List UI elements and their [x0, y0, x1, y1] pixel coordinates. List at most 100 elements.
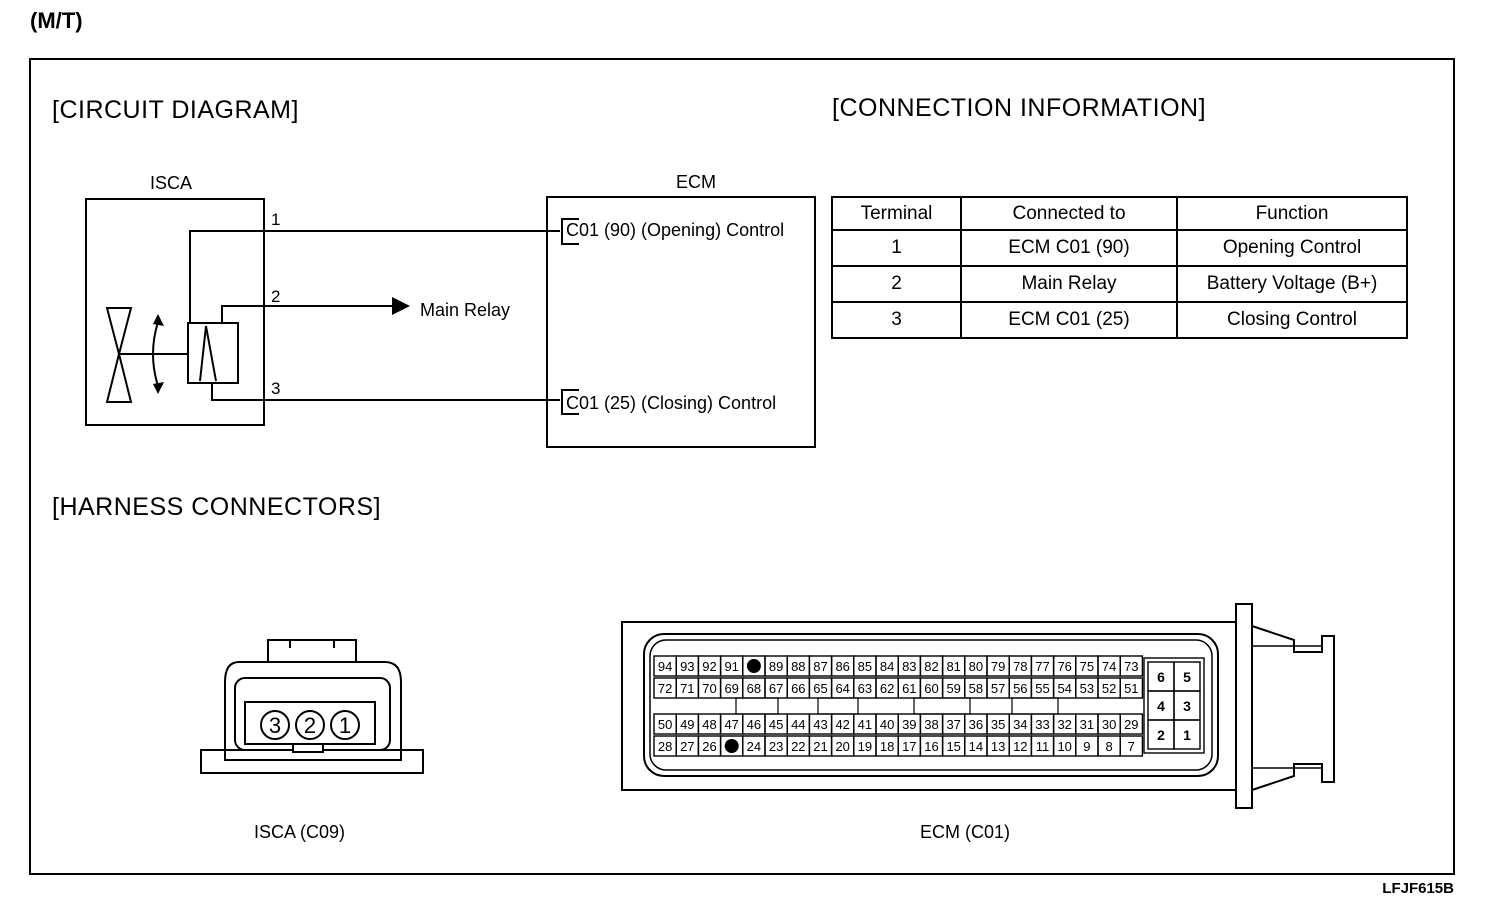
cell-function: Closing Control	[1176, 301, 1408, 339]
ecm-pin-label: 80	[969, 659, 983, 674]
ecm-pin-label: 19	[858, 739, 872, 754]
header-terminal: Terminal	[831, 196, 962, 231]
header-function: Function	[1176, 196, 1408, 231]
connection-table: Terminal Connected to Function 1 ECM C01…	[831, 196, 1408, 339]
ecm-aux-pin-label: 1	[1183, 727, 1191, 743]
ecm-pin-label: 32	[1057, 717, 1071, 732]
ecm-pin-label: 13	[991, 739, 1005, 754]
ecm-pin-label: 48	[702, 717, 716, 732]
ecm-pin-label: 7	[1128, 739, 1135, 754]
ecm-pin-label: 81	[946, 659, 960, 674]
cell-terminal: 3	[831, 301, 962, 339]
table-row: 3 ECM C01 (25) Closing Control	[831, 301, 1408, 339]
ecm-pin-label: 50	[658, 717, 672, 732]
ecm-pin-label: 58	[969, 681, 983, 696]
ecm-pin-label: 65	[813, 681, 827, 696]
ecm-pin-label: 20	[835, 739, 849, 754]
ecm-pin-label: 89	[769, 659, 783, 674]
ecm-pin-label: 77	[1035, 659, 1049, 674]
ecm-pin-label: 61	[902, 681, 916, 696]
isca-connector-caption: ISCA (C09)	[254, 822, 346, 842]
cell-function: Battery Voltage (B+)	[1176, 265, 1408, 303]
ecm-pin-label: 34	[1013, 717, 1027, 732]
ecm-pin-label: 52	[1102, 681, 1116, 696]
diagram-frame	[29, 58, 1455, 875]
ecm-pin-label: 91	[724, 659, 738, 674]
ecm-pin-label: 39	[902, 717, 916, 732]
ecm-pin-cell	[1119, 677, 1144, 699]
ecm-pin-label: 73	[1124, 659, 1138, 674]
ecm-aux-pin-label: 4	[1157, 698, 1165, 714]
ecm-pin-label: 16	[924, 739, 938, 754]
ecm-pin-label: 35	[991, 717, 1005, 732]
ecm-pin-label: 8	[1105, 739, 1112, 754]
ecm-pin-label: 27	[680, 739, 694, 754]
wire-3	[211, 383, 560, 401]
pin-1-label: 1	[271, 210, 280, 229]
ecm-pin-label: 42	[835, 717, 849, 732]
ecm-pin-label: 41	[858, 717, 872, 732]
isca-pin-3	[260, 710, 290, 740]
header-connected-to: Connected to	[960, 196, 1178, 231]
ecm-pin-label: 75	[1080, 659, 1094, 674]
isca-pin-1	[330, 710, 360, 740]
ecm-pin-label: 88	[791, 659, 805, 674]
ecm-pin-label: 47	[724, 717, 738, 732]
ecm-opening-label: C01 (90) (Opening) Control	[566, 220, 784, 240]
ecm-pin-label: 82	[924, 659, 938, 674]
main-relay-label: Main Relay	[420, 300, 510, 320]
isca-connector: 3 2 1	[200, 639, 424, 774]
cell-connected-to: ECM C01 (90)	[960, 229, 1178, 267]
ecm-aux-pin-label: 2	[1157, 727, 1165, 743]
ecm-aux-pin-label: 3	[1183, 698, 1191, 714]
ecm-pin-label: 86	[835, 659, 849, 674]
figure-code: LFJF615B	[1382, 880, 1454, 897]
ecm-pin-label: 24	[747, 739, 761, 754]
cell-connected-to: Main Relay	[960, 265, 1178, 303]
ecm-pin-label: 23	[769, 739, 783, 754]
ecm-aux-block	[1143, 657, 1205, 754]
ecm-pin-label: 29	[1124, 717, 1138, 732]
ecm-pin-label: 85	[858, 659, 872, 674]
ecm-pin-label: 18	[880, 739, 894, 754]
main-relay-arrow	[392, 297, 410, 315]
ecm-key-slot	[913, 697, 971, 715]
ecm-pin-label: 49	[680, 717, 694, 732]
ecm-pin-label: 68	[747, 681, 761, 696]
ecm-pin-label: 72	[658, 681, 672, 696]
ecm-pin-label: 40	[880, 717, 894, 732]
ecm-key-slot	[1011, 697, 1059, 715]
ecm-pin-label: 30	[1102, 717, 1116, 732]
ecm-pin-label: 38	[924, 717, 938, 732]
ecm-pin-label: 45	[769, 717, 783, 732]
ecm-aux-pin-cell	[1173, 719, 1201, 750]
pin-2-label: 2	[271, 287, 280, 306]
ecm-pin-label: 11	[1036, 739, 1050, 754]
ecm-pin-label: 28	[658, 739, 672, 754]
isca-pin-3-label: 3	[269, 713, 281, 738]
circuit-diagram-heading: [CIRCUIT DIAGRAM]	[52, 96, 299, 124]
ecm-pin-label: 26	[702, 739, 716, 754]
ecm-pin-label: 10	[1057, 739, 1071, 754]
pin-3-label: 3	[271, 379, 280, 398]
ecm-pin-label: 87	[813, 659, 827, 674]
ecm-pin-label: 21	[813, 739, 827, 754]
ecm-key-slot	[817, 697, 859, 715]
ecm-pin-label: 93	[680, 659, 694, 674]
ecm-pin-label: 76	[1057, 659, 1071, 674]
ecm-pin-label: 64	[835, 681, 849, 696]
ecm-pin-plug	[724, 739, 739, 753]
isca-pin-2	[295, 710, 325, 740]
ecm-closing-label: C01 (25) (Closing) Control	[566, 393, 776, 413]
ecm-pin-cell	[1119, 655, 1144, 677]
table-row: 1 ECM C01 (90) Opening Control	[831, 229, 1408, 267]
ecm-pin-label: 74	[1102, 659, 1116, 674]
ecm-pin-label: 15	[946, 739, 960, 754]
ecm-pin-label: 55	[1035, 681, 1049, 696]
ecm-pin-label: 43	[813, 717, 827, 732]
ecm-pin-label: 66	[791, 681, 805, 696]
ecm-pin-label: 53	[1080, 681, 1094, 696]
